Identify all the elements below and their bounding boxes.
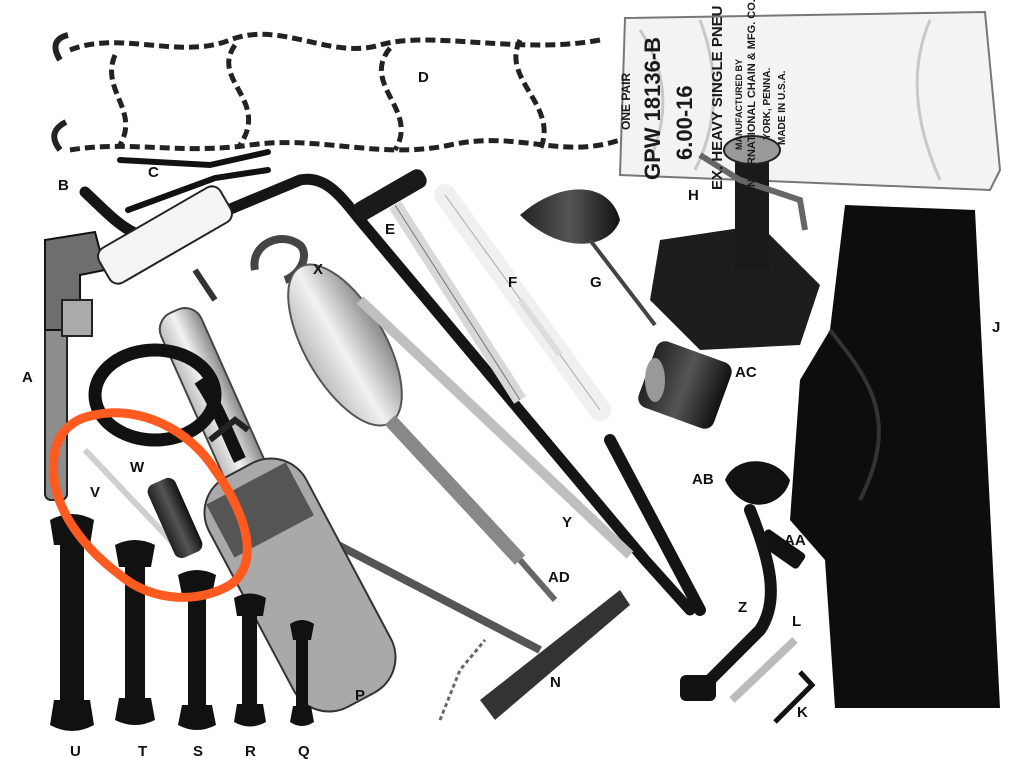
tire-pump-handle: [250, 235, 558, 602]
label-p: P: [355, 687, 366, 704]
label-n: N: [550, 674, 561, 691]
label-u: U: [70, 743, 81, 760]
screwdriver: [434, 184, 611, 421]
label-b: B: [58, 177, 69, 194]
long-rod: [356, 296, 634, 559]
bag-text-8: MADE IN U.S.A.: [777, 70, 788, 145]
small-tools-lk: [729, 637, 816, 724]
label-k: K: [797, 704, 808, 721]
label-r: R: [245, 743, 256, 760]
part-aa: [758, 529, 806, 569]
label-f: F: [508, 274, 518, 291]
label-aa: AA: [784, 532, 806, 549]
bag-text-7: YORK, PENNA.: [762, 68, 773, 140]
bag-text-3: 6.00-16: [672, 85, 697, 160]
label-w: W: [130, 459, 145, 476]
label-a: A: [22, 369, 33, 386]
label-ad: AD: [548, 569, 570, 586]
highlight-circle: [48, 408, 252, 602]
label-c: C: [148, 164, 159, 181]
label-ac: AC: [735, 364, 757, 381]
label-h: H: [688, 187, 699, 204]
label-s: S: [193, 743, 204, 760]
label-e: E: [385, 221, 396, 238]
label-d: D: [418, 69, 429, 86]
rod-and-socket-v: [82, 447, 203, 559]
tool-roll: [790, 205, 1000, 708]
cap-ab: [725, 461, 790, 505]
bag-text-5: MANUFACTURED BY: [734, 59, 744, 150]
fire-extinguisher: [203, 416, 397, 713]
bag-text-1: ONE PAIR: [619, 73, 633, 130]
tire-iron-bar: [79, 173, 696, 616]
bag-text-6: INTERNATIONAL CHAIN & MFG. CO.: [746, 0, 758, 190]
label-q: Q: [298, 743, 310, 760]
label-g: G: [590, 274, 602, 291]
wrench-q: [290, 620, 314, 726]
tire-chains: [51, 31, 621, 153]
socket-ac: [638, 341, 732, 429]
wrench-r: [234, 593, 266, 727]
jack: [650, 135, 820, 350]
bag-text-4: EX. HEAVY SINGLE PNEU: [709, 6, 726, 191]
label-t: T: [138, 743, 148, 760]
label-l: L: [792, 613, 802, 630]
pump-base: [438, 590, 630, 721]
wrench-s: [178, 570, 216, 730]
label-v: V: [90, 484, 101, 501]
label-ab: AB: [692, 471, 714, 488]
label-x: X: [313, 261, 324, 278]
wrench-t: [115, 540, 155, 725]
hose: [88, 343, 246, 463]
pliers: [117, 149, 271, 213]
hammer: [353, 169, 526, 404]
label-j: J: [992, 319, 1001, 336]
oil-can: [520, 189, 657, 327]
lug-wrench: [604, 434, 777, 701]
label-y: Y: [562, 514, 573, 531]
bag-text-2: GPW 18136-B: [640, 37, 665, 180]
label-z: Z: [738, 599, 748, 616]
